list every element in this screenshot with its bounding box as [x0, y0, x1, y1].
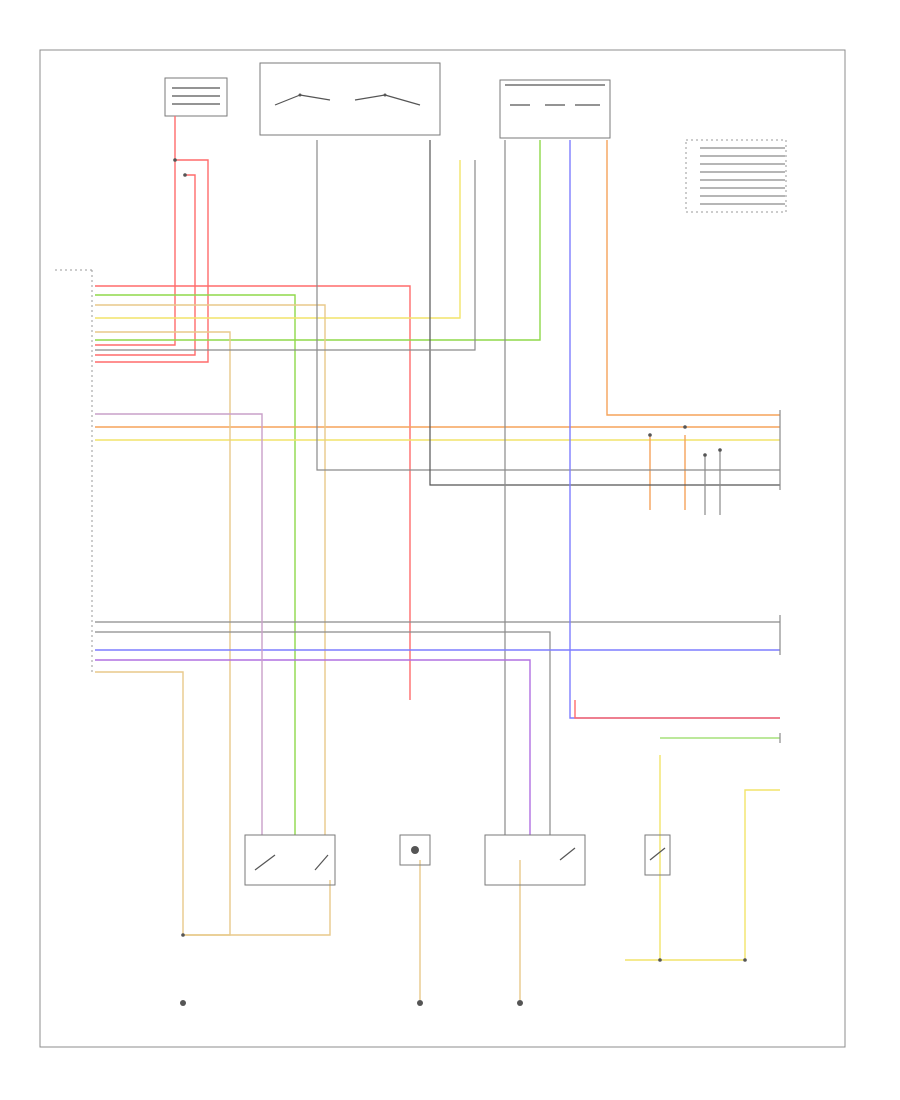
rear-window-switch [484, 834, 586, 886]
gray-circuits [95, 140, 780, 835]
diagram-frame [39, 49, 846, 1048]
yellow-circuits [95, 160, 780, 961]
orange-circuits [95, 140, 780, 1000]
driver-window-switch [244, 834, 336, 886]
ignition-switch-box [259, 62, 441, 136]
ground-g1 [417, 1000, 423, 1006]
connector-legend [685, 139, 787, 213]
red-bottom-feed [574, 700, 780, 719]
red-power-feeds [95, 116, 411, 700]
ground-g3 [180, 1000, 186, 1006]
passenger-window-switch [644, 834, 671, 876]
fuse-panel-left [164, 77, 228, 117]
window-motor [399, 834, 431, 866]
blue-violet-circuits [95, 140, 780, 835]
green-circuits [95, 140, 780, 835]
ground-g2 [517, 1000, 523, 1006]
splice-points [173, 158, 747, 962]
relay-fuse-block [499, 79, 611, 139]
left-control-module [55, 269, 93, 675]
